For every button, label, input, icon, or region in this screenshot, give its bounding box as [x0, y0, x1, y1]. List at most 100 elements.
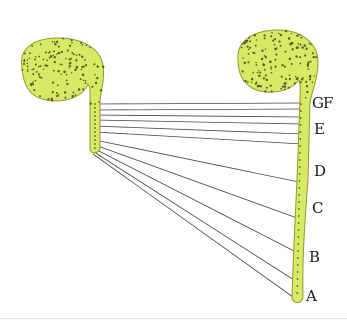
speckle-dot [281, 76, 283, 78]
speckle-dot [305, 97, 307, 99]
speckle-dot [63, 71, 66, 74]
stem-mark [94, 127, 96, 129]
speckle-dot [307, 61, 309, 63]
speckle-dot [64, 97, 66, 99]
seedling-after-growth [238, 30, 318, 303]
stem-mark [298, 208, 300, 210]
speckle-dot [69, 45, 71, 47]
speckle-dot [35, 56, 36, 57]
stem-mark [94, 119, 96, 121]
stem-mark [297, 250, 299, 252]
connector-line [94, 152, 294, 280]
speckle-dot [295, 55, 297, 57]
stem-mark [94, 147, 96, 149]
speckle-dot [33, 68, 35, 70]
speckle-dot [309, 78, 311, 80]
speckle-dot [304, 54, 306, 56]
speckle-dot [39, 95, 41, 97]
speckle-dot [23, 63, 25, 65]
speckle-dot [32, 73, 34, 75]
stem-mark [296, 292, 298, 294]
bottom-divider [0, 318, 347, 319]
speckle-dot [306, 85, 308, 87]
stem-mark [299, 173, 301, 175]
speckle-dot [254, 34, 256, 36]
connector-line [95, 149, 296, 252]
speckle-dot [270, 68, 272, 70]
speckle-dot [96, 77, 98, 79]
speckle-dot [45, 51, 47, 53]
speckle-dot [291, 63, 293, 65]
speckle-dot [246, 45, 248, 47]
stem-mark [94, 111, 96, 113]
connector-line [95, 140, 299, 182]
speckle-dot [266, 79, 269, 82]
speckle-dot [289, 78, 291, 80]
speckle-dot [75, 69, 77, 71]
speckle-dot [282, 86, 284, 88]
speckle-dot [241, 70, 243, 72]
stem-mark [299, 152, 301, 154]
speckle-dot [266, 87, 268, 89]
stem-mark [297, 278, 299, 280]
connector-line [94, 115, 302, 117]
speckle-dot [75, 94, 77, 96]
stem-mark [94, 123, 96, 125]
stem-mark [298, 201, 300, 203]
speckle-dot [82, 74, 85, 77]
speckle-dot [258, 85, 260, 87]
speckle-dot [248, 37, 250, 39]
speckle-dot [27, 65, 29, 67]
stem-mark [297, 236, 299, 238]
speckle-dot [80, 78, 82, 80]
speckle-dot [314, 75, 315, 76]
speckle-dot [270, 66, 272, 68]
speckle-dot [54, 43, 56, 45]
stem-mark [297, 264, 299, 266]
speckle-dot [82, 44, 84, 46]
speckle-dot [258, 75, 261, 78]
speckle-dot [29, 58, 31, 60]
speckle-dot [280, 88, 282, 90]
speckle-dot [249, 40, 251, 42]
speckle-dot [35, 63, 37, 65]
speckle-dot [312, 52, 314, 54]
speckle-dot [302, 77, 304, 79]
label-a: A [305, 287, 317, 305]
speckle-dot [265, 56, 267, 58]
speckle-dot [274, 44, 276, 46]
connector-line [95, 145, 297, 218]
speckle-dot [284, 66, 286, 68]
stem-mark [94, 115, 96, 117]
speckle-dot [94, 74, 96, 76]
speckle-dot [46, 59, 48, 61]
speckle-dot [34, 58, 36, 60]
speckle-dot [278, 33, 280, 35]
speckle-dot [261, 58, 263, 60]
connector-line [94, 103, 302, 104]
speckle-dot [251, 78, 254, 81]
speckle-dot [251, 82, 252, 83]
speckle-dot [30, 83, 33, 86]
speckle-dot [54, 41, 56, 43]
speckle-dot [264, 90, 266, 92]
speckle-dot [69, 62, 71, 64]
speckle-dot [280, 34, 282, 36]
speckle-dot [275, 54, 277, 56]
speckle-dot [257, 72, 259, 74]
speckle-dot [81, 69, 83, 71]
speckle-dot [43, 59, 45, 61]
speckle-dot [276, 47, 277, 48]
speckle-dot [243, 80, 245, 82]
speckle-dot [285, 30, 287, 32]
speckle-dot [289, 74, 291, 76]
stem-mark [297, 271, 299, 273]
stem-mark [298, 222, 300, 224]
speckle-dot [308, 68, 310, 70]
speckle-dot [38, 66, 40, 68]
connector-line [94, 120, 302, 124]
stem-mark [94, 103, 96, 105]
stem-mark [299, 180, 301, 182]
speckle-dot [245, 80, 247, 82]
speckle-dot [255, 62, 256, 63]
